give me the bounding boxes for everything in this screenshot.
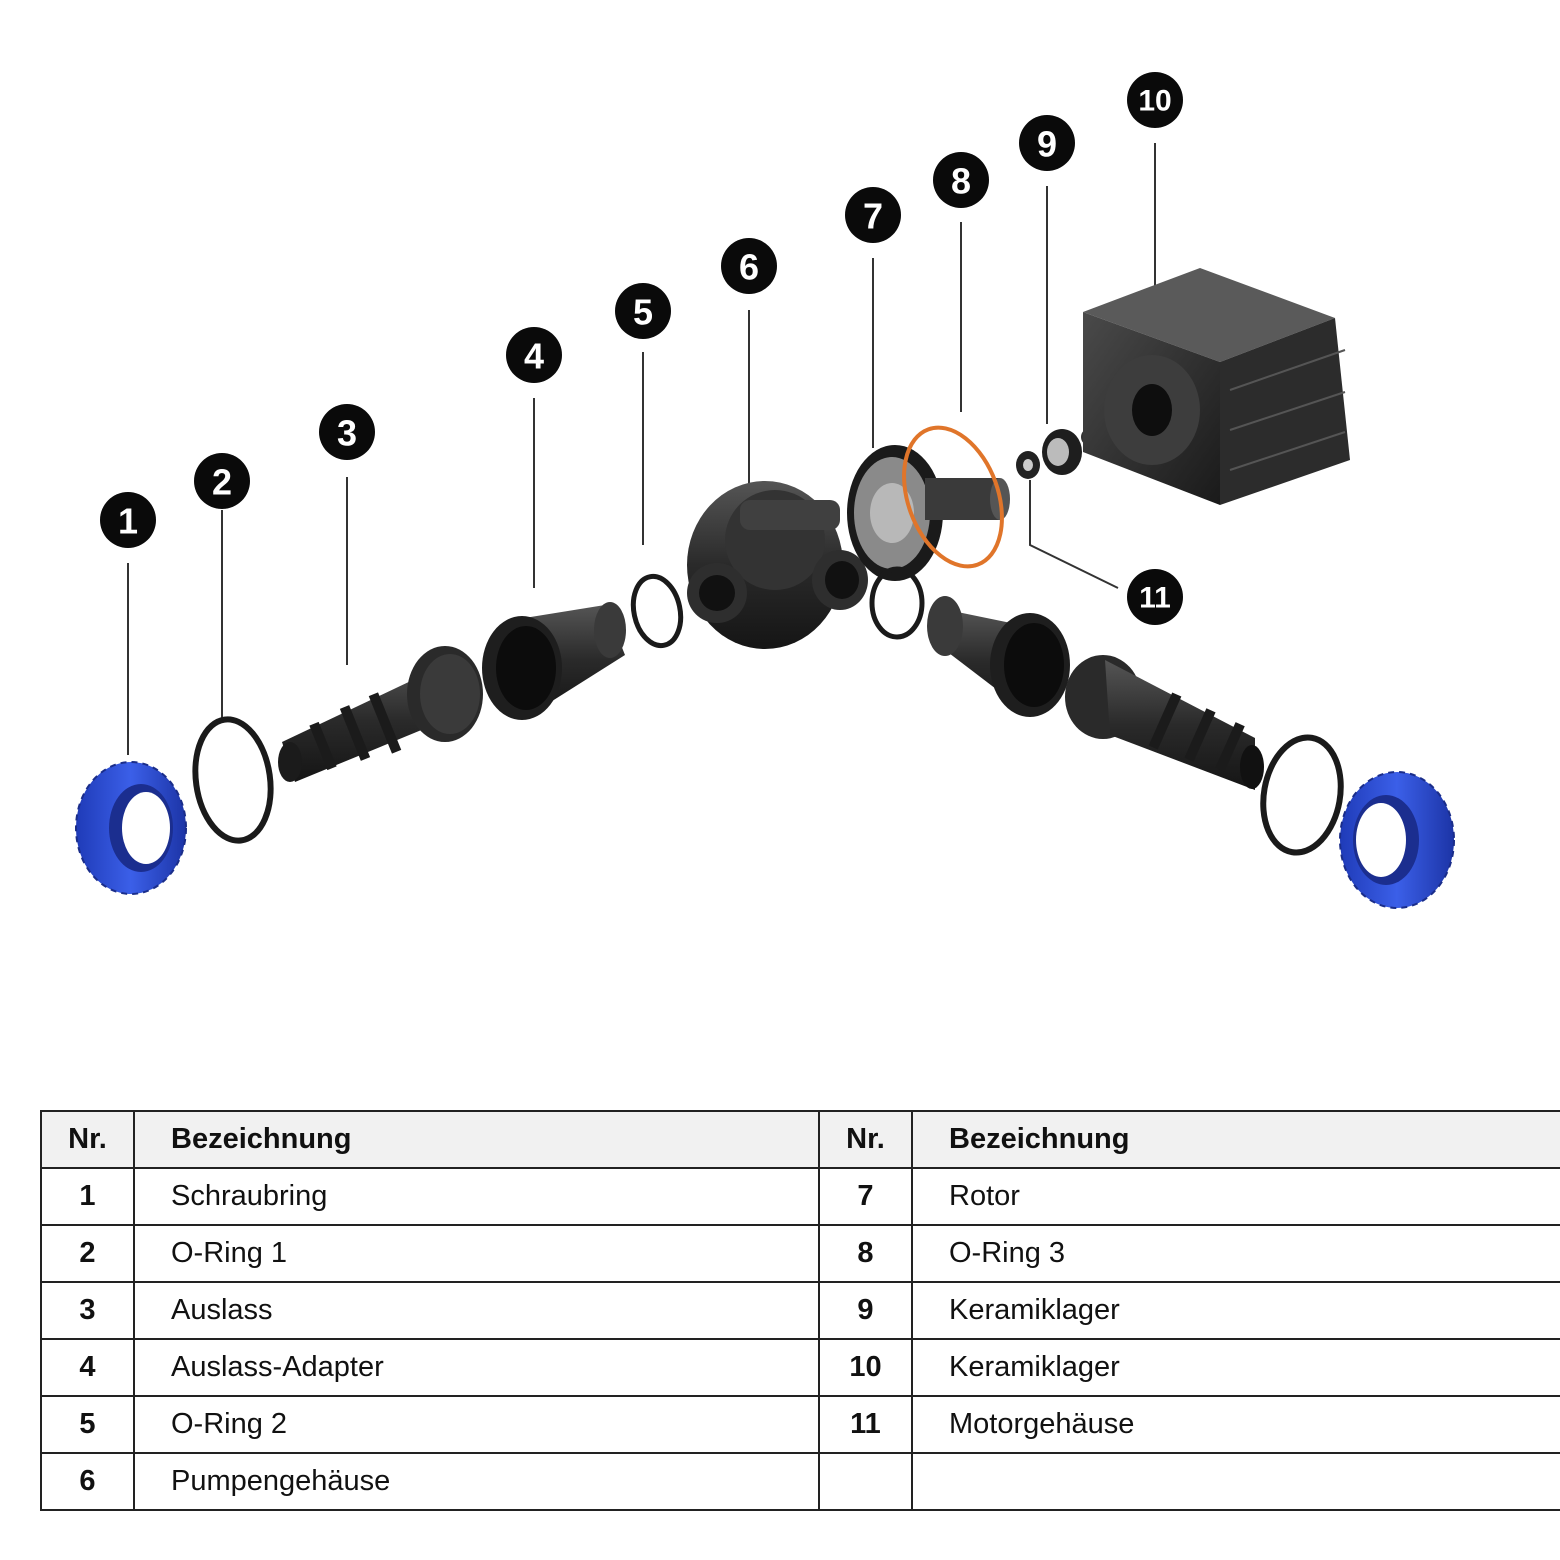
callout-badge-8 bbox=[933, 152, 989, 208]
parts-table: Nr. Bezeichnung Nr. Bezeichnung 1 Schrau… bbox=[40, 1110, 1560, 1511]
part-auslass-adapter-left bbox=[482, 602, 626, 720]
callout-number-9: 9 bbox=[1037, 124, 1057, 165]
part-schraubring-right bbox=[1339, 771, 1455, 909]
header-nr-right: Nr. bbox=[818, 1110, 913, 1169]
callout-badge-10 bbox=[1127, 72, 1183, 128]
part-auslass-left bbox=[278, 646, 483, 782]
cell-name: Motorgehäuse bbox=[911, 1395, 1560, 1454]
part-o-ring-2-left bbox=[630, 573, 684, 649]
cell-name: O-Ring 1 bbox=[133, 1224, 820, 1283]
cell-nr bbox=[818, 1452, 913, 1511]
table-row: 5 O-Ring 2 11 Motorgehäuse bbox=[40, 1395, 1560, 1454]
cell-name: Schraubring bbox=[133, 1167, 820, 1226]
callout-badge-7 bbox=[845, 187, 901, 243]
cell-nr: 3 bbox=[40, 1281, 135, 1340]
callout-number-1: 1 bbox=[118, 501, 138, 542]
callout-badge-5 bbox=[615, 283, 671, 339]
part-o-ring-1-left bbox=[192, 716, 274, 844]
part-motorgehaeuse bbox=[1083, 268, 1350, 505]
cell-nr: 5 bbox=[40, 1395, 135, 1454]
cell-name: Pumpengehäuse bbox=[133, 1452, 820, 1511]
part-schraubring-left bbox=[75, 761, 187, 895]
cell-name: O-Ring 2 bbox=[133, 1395, 820, 1454]
callout-badge-4 bbox=[506, 327, 562, 383]
callout-number-4: 4 bbox=[524, 336, 544, 377]
callout-badge-1 bbox=[100, 492, 156, 548]
table-row: 4 Auslass-Adapter 10 Keramiklager bbox=[40, 1338, 1560, 1397]
callout-number-8: 8 bbox=[951, 161, 971, 202]
callout-number-3: 3 bbox=[337, 413, 357, 454]
cell-nr: 6 bbox=[40, 1452, 135, 1511]
cell-nr: 2 bbox=[40, 1224, 135, 1283]
cell-name: Rotor bbox=[911, 1167, 1560, 1226]
part-keramiklager-10 bbox=[1042, 429, 1095, 475]
part-rotor bbox=[847, 445, 1010, 581]
cell-name: Keramiklager bbox=[911, 1281, 1560, 1340]
part-keramiklager-9 bbox=[1016, 451, 1040, 479]
callout-number-2: 2 bbox=[212, 462, 232, 503]
callout-number-7: 7 bbox=[863, 196, 883, 237]
callout-number-5: 5 bbox=[633, 292, 653, 333]
callout-badge-3 bbox=[319, 404, 375, 460]
part-o-ring-3 bbox=[902, 425, 1004, 569]
cell-name: Auslass bbox=[133, 1281, 820, 1340]
header-bezeichnung-right: Bezeichnung bbox=[911, 1110, 1560, 1169]
part-auslass-right bbox=[1065, 655, 1264, 790]
callout-number-6: 6 bbox=[739, 247, 759, 288]
cell-nr: 11 bbox=[818, 1395, 913, 1454]
part-o-ring-right bbox=[1260, 734, 1344, 856]
callout-badge-9 bbox=[1019, 115, 1075, 171]
cell-name: O-Ring 3 bbox=[911, 1224, 1560, 1283]
cell-nr: 10 bbox=[818, 1338, 913, 1397]
cell-name: Auslass-Adapter bbox=[133, 1338, 820, 1397]
exploded-view-diagram: 1 2 3 4 5 6 7 8 9 10 11 bbox=[75, 72, 1455, 909]
callout-badge-11 bbox=[1127, 569, 1183, 625]
cell-nr: 1 bbox=[40, 1167, 135, 1226]
cell-nr: 4 bbox=[40, 1338, 135, 1397]
cell-name: Keramiklager bbox=[911, 1338, 1560, 1397]
header-bezeichnung-left: Bezeichnung bbox=[133, 1110, 820, 1169]
part-auslass-adapter-right bbox=[927, 596, 1070, 717]
cell-name bbox=[911, 1452, 1560, 1511]
callout-number-10: 10 bbox=[1138, 85, 1171, 118]
callout-badge-2 bbox=[194, 453, 250, 509]
cell-nr: 7 bbox=[818, 1167, 913, 1226]
table-row: 1 Schraubring 7 Rotor bbox=[40, 1167, 1560, 1226]
cell-nr: 8 bbox=[818, 1224, 913, 1283]
callout-number-11: 11 bbox=[1139, 582, 1171, 615]
callout-badges: 1 2 3 4 5 6 7 8 9 10 11 bbox=[100, 72, 1183, 625]
table-row: 2 O-Ring 1 8 O-Ring 3 bbox=[40, 1224, 1560, 1283]
table-row: 3 Auslass 9 Keramiklager bbox=[40, 1281, 1560, 1340]
part-o-ring-rotor bbox=[869, 566, 925, 640]
cell-nr: 9 bbox=[818, 1281, 913, 1340]
part-pumpengehaeuse bbox=[687, 481, 868, 649]
header-nr-left: Nr. bbox=[40, 1110, 135, 1169]
callout-badge-6 bbox=[721, 238, 777, 294]
table-header-row: Nr. Bezeichnung Nr. Bezeichnung bbox=[40, 1110, 1560, 1169]
table-row: 6 Pumpengehäuse bbox=[40, 1452, 1560, 1511]
